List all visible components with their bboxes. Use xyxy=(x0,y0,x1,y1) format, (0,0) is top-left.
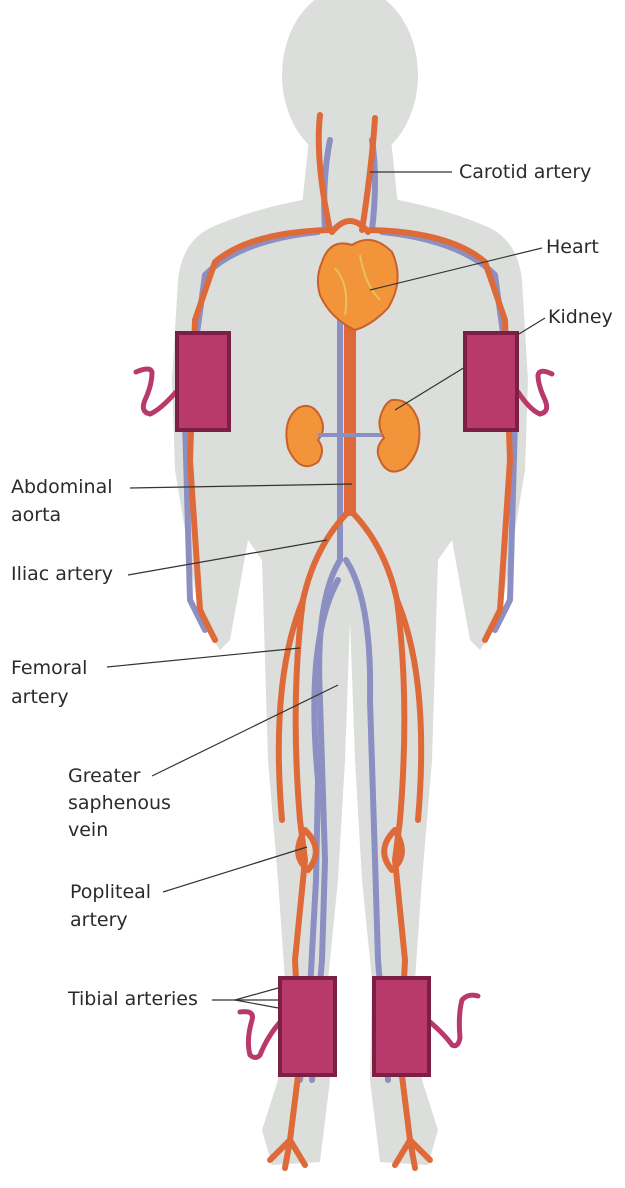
left-arm-cuff-tube xyxy=(136,369,176,414)
left-ankle-cuff xyxy=(240,978,335,1075)
left-ankle-cuff-tube xyxy=(240,1012,282,1058)
right-arm-cuff-body xyxy=(465,333,517,430)
right-ankle-cuff xyxy=(374,978,478,1075)
label-tibial-arteries: Tibial arteries xyxy=(68,988,198,1011)
label-greater-saphenous-line2: saphenous xyxy=(68,792,171,815)
right-ankle-cuff-tube xyxy=(430,995,478,1046)
label-greater-saphenous-line1: Greater xyxy=(68,765,140,788)
label-kidney: Kidney xyxy=(548,306,613,329)
label-popliteal-artery-line1: Popliteal xyxy=(70,881,151,904)
label-carotid-artery: Carotid artery xyxy=(459,161,591,184)
right-arm-cuff xyxy=(465,333,552,430)
left-arm-cuff xyxy=(136,333,229,430)
kidney-left xyxy=(286,406,323,466)
label-iliac-artery: Iliac artery xyxy=(11,563,113,586)
right-ankle-cuff-body xyxy=(374,978,429,1075)
label-greater-saphenous-line3: vein xyxy=(68,819,108,842)
label-abdominal-aorta-line2: aorta xyxy=(11,504,61,527)
label-abdominal-aorta-line1: Abdominal xyxy=(11,476,113,499)
leader-tibial-2 xyxy=(235,988,278,1000)
label-popliteal-artery-line2: artery xyxy=(70,909,128,932)
label-femoral-artery-line1: Femoral xyxy=(11,657,87,680)
left-ankle-cuff-body xyxy=(280,978,335,1075)
label-heart: Heart xyxy=(546,236,599,259)
left-arm-cuff-body xyxy=(177,333,229,430)
label-femoral-artery-line2: artery xyxy=(11,686,69,709)
